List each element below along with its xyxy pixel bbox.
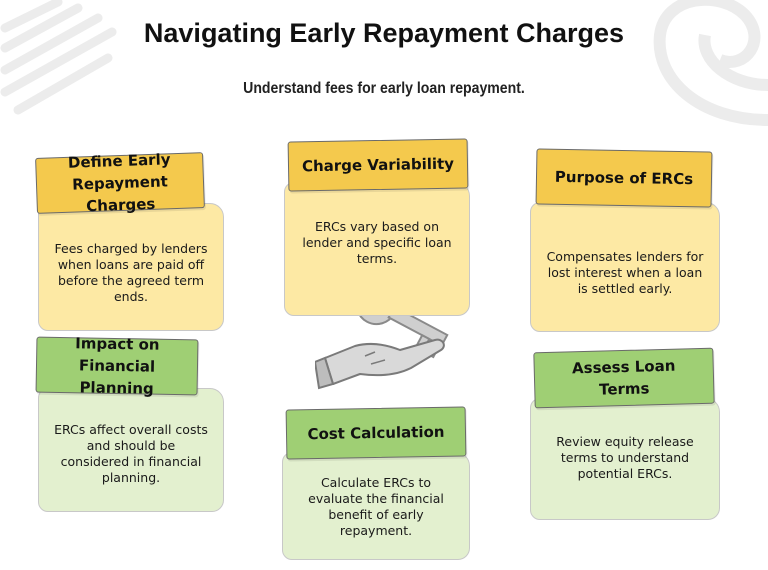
card-text: Review equity release terms to understan…: [556, 434, 694, 481]
card-title: Charge Variability: [301, 154, 455, 176]
card-title: Assess Loan Terms: [571, 356, 676, 399]
card-header: Define Early Repayment Charges: [35, 150, 205, 215]
card-define-erc: Fees charged by lenders when loans are p…: [35, 150, 226, 335]
card-assess-loan-terms: Review equity release terms to understan…: [530, 347, 722, 524]
card-text: Fees charged by lenders when loans are p…: [54, 241, 208, 304]
card-title: Impact on Financial Planning: [75, 334, 160, 398]
card-title: Cost Calculation: [307, 422, 445, 444]
card-body: Fees charged by lenders when loans are p…: [38, 203, 224, 331]
card-body: Calculate ERCs to evaluate the financial…: [282, 452, 470, 560]
card-purpose-erc: Compensates lenders for lost interest wh…: [530, 148, 722, 336]
card-body: ERCs affect overall costs and should be …: [38, 388, 224, 512]
card-body: ERCs vary based on lender and specific l…: [284, 182, 470, 316]
card-body: Review equity release terms to understan…: [530, 398, 720, 520]
card-header: Charge Variability: [287, 138, 469, 192]
card-text: ERCs vary based on lender and specific l…: [302, 219, 452, 266]
card-header: Assess Loan Terms: [533, 347, 715, 409]
card-impact-planning: ERCs affect overall costs and should be …: [35, 334, 226, 514]
card-header: Cost Calculation: [285, 406, 467, 460]
card-text: ERCs affect overall costs and should be …: [54, 422, 208, 485]
card-header: Purpose of ERCs: [535, 148, 713, 208]
card-text: Compensates lenders for lost interest wh…: [546, 249, 704, 296]
card-title: Define Early Repayment Charges: [67, 150, 171, 216]
card-charge-variability: ERCs vary based on lender and specific l…: [282, 138, 472, 320]
card-text: Calculate ERCs to evaluate the financial…: [308, 475, 444, 538]
card-header: Impact on Financial Planning: [35, 334, 199, 398]
card-body: Compensates lenders for lost interest wh…: [530, 202, 720, 332]
page-subtitle: Understand fees for early loan repayment…: [243, 80, 525, 97]
card-title: Purpose of ERCs: [554, 167, 694, 189]
page-title: Navigating Early Repayment Charges: [143, 18, 625, 48]
card-cost-calculation: Calculate ERCs to evaluate the financial…: [280, 406, 474, 562]
